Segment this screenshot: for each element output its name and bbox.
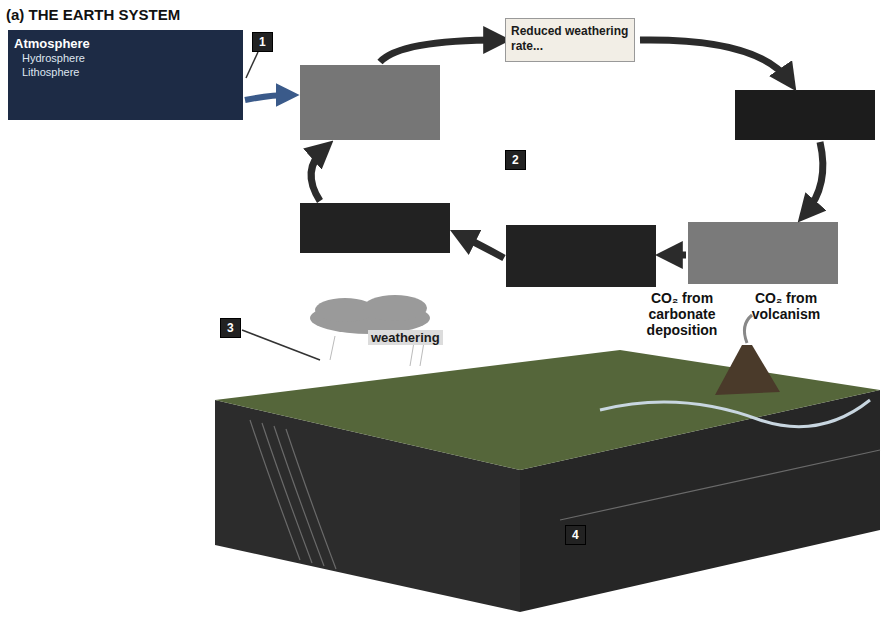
process-box: Reduced weathering rate... — [505, 18, 635, 62]
cloud — [310, 295, 430, 334]
cycle-box — [688, 222, 838, 284]
annotation-label: CO₂ from carbonate deposition — [628, 290, 736, 338]
cycle-box — [735, 90, 875, 140]
leader-line — [246, 52, 258, 78]
node-text: Lithosphere — [22, 66, 237, 80]
callout-number: 4 — [565, 525, 586, 545]
leader-line — [242, 330, 320, 360]
callout-number: 3 — [220, 318, 241, 338]
cycle-box — [506, 225, 656, 287]
system-arrow — [245, 95, 290, 100]
diagram-title: (a) THE EARTH SYSTEM — [6, 6, 180, 23]
callout-number: 2 — [505, 150, 526, 170]
cycle-box — [300, 65, 440, 140]
river — [600, 400, 870, 427]
annotation-label: weathering — [368, 330, 443, 345]
land-surface — [215, 350, 880, 470]
volcano — [715, 345, 780, 395]
volcano-plume — [744, 315, 752, 343]
cycle-arrows — [311, 40, 823, 258]
node-text: Atmosphere — [14, 36, 237, 52]
annotation-label: CO₂ from volcanism — [740, 290, 832, 322]
node-text: Reduced weathering rate... — [511, 24, 629, 54]
node-text: Hydrosphere — [22, 52, 237, 66]
earth-system-panel: AtmosphereHydrosphereLithosphere — [8, 30, 243, 120]
callout-number: 1 — [252, 32, 273, 52]
cycle-box — [300, 203, 450, 253]
